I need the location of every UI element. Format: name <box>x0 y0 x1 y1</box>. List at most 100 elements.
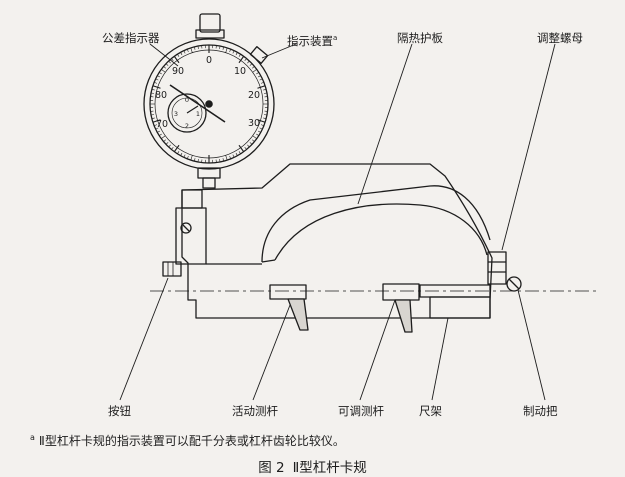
main-pointer <box>169 84 226 123</box>
dial-tick <box>197 45 199 50</box>
label-lock: 制动把 <box>523 404 558 418</box>
dial-tick <box>249 63 253 66</box>
dial-tick <box>180 52 183 56</box>
dial-tick <box>155 127 159 130</box>
dial-tick <box>244 146 247 150</box>
dial-tick <box>238 151 241 154</box>
dial-tick <box>229 49 231 53</box>
dial-tick <box>180 152 183 156</box>
dial-tick <box>165 63 169 66</box>
footnote-marker: a <box>30 433 35 442</box>
dial-tick <box>152 119 161 123</box>
dial-tick <box>229 155 231 159</box>
dial-tick <box>157 130 161 133</box>
dial-tick <box>249 142 253 145</box>
dial-tick <box>190 155 193 161</box>
dial-tick <box>263 117 267 119</box>
dial-tick <box>222 46 224 50</box>
dial-tick <box>247 60 250 64</box>
dial-tick <box>238 54 241 57</box>
dial-tick <box>173 144 180 153</box>
dial-tick <box>257 119 266 123</box>
footnote-text: Ⅱ型杠杆卡规的指示装置可以配千分表或杠杆齿轮比较仪。 <box>38 434 345 448</box>
dial-tick <box>260 124 264 126</box>
dial-tick <box>252 69 257 73</box>
caption-number: 图 2 <box>258 460 285 476</box>
dial-number-80: 80 <box>155 90 167 101</box>
label-movable-anvil: 活动测杆 <box>232 404 278 418</box>
dial-tick <box>263 89 267 91</box>
dial-tick <box>157 75 161 78</box>
lever-gauge-drawing: 0 90 80 70 10 20 30 0 1 2 3 <box>119 13 600 401</box>
dial-tick <box>235 152 238 156</box>
adjustable-anvil-part <box>382 283 420 301</box>
label-indicator-sup: a <box>333 34 338 42</box>
dial-tick <box>251 66 255 69</box>
dial-tick <box>150 114 155 116</box>
dial-tick <box>244 58 247 62</box>
label-tolerance-pointer: 公差指示器 <box>102 31 160 45</box>
dial-tick <box>232 50 235 54</box>
dial-tick <box>225 155 228 161</box>
dial-tick <box>150 92 155 94</box>
dial-tick <box>225 47 228 53</box>
dial-tick <box>187 155 189 159</box>
label-adjustable-anvil: 可调测杆 <box>338 404 384 418</box>
label-indicator-text: 指示装置 <box>287 33 333 48</box>
dial-tick <box>154 124 158 126</box>
dial-tick <box>151 117 155 119</box>
dial-bezel <box>143 38 275 170</box>
dial-number-0: 0 <box>206 55 212 66</box>
dial-number-70: 70 <box>156 119 168 130</box>
dial-tick <box>152 85 161 89</box>
figure-caption: 图 2 Ⅱ型杠杆卡规 <box>0 456 625 476</box>
dial-tick <box>238 55 245 64</box>
dial-tick <box>154 82 158 84</box>
dial-tick <box>260 82 264 84</box>
gauge-frame <box>181 163 493 319</box>
dial-tick <box>168 60 171 64</box>
dial-number-10: 10 <box>234 66 246 77</box>
dial-tick <box>194 46 196 50</box>
dial-tick <box>222 158 224 162</box>
dial-tick <box>194 158 196 162</box>
inner-number-3: 3 <box>174 110 178 118</box>
dial-tick <box>161 69 166 73</box>
dial-tick <box>256 133 259 136</box>
movable-anvil-part <box>269 284 307 300</box>
label-indicator: 指示装置a <box>287 35 337 47</box>
button-part <box>162 261 182 277</box>
dial-tick <box>251 139 255 142</box>
dial-tick <box>163 139 167 142</box>
dial-tick <box>177 151 180 154</box>
dial-tick <box>159 133 162 136</box>
dial-tick <box>168 144 171 148</box>
dial-tick <box>263 114 268 116</box>
dial-tick <box>232 154 235 158</box>
dial-tick <box>190 47 193 53</box>
caption-title: Ⅱ型杠杆卡规 <box>292 460 367 476</box>
dial-tick <box>161 135 166 139</box>
inner-number-1: 1 <box>196 110 200 118</box>
lock-lever-part <box>506 276 522 292</box>
dial-tick <box>183 154 186 158</box>
dial-tick <box>219 158 221 163</box>
dial-tick <box>183 50 186 54</box>
dial-tick <box>187 49 189 53</box>
dial-tick <box>235 52 238 56</box>
dial-number-30: 30 <box>248 118 260 129</box>
dial-tick <box>256 72 259 75</box>
dial-tick <box>252 135 257 139</box>
dial-tick <box>177 54 180 57</box>
label-button: 按钮 <box>108 404 131 418</box>
inner-number-2: 2 <box>185 122 189 130</box>
heat-shield <box>274 203 488 261</box>
dial-crown <box>199 13 221 33</box>
dial-tick <box>219 45 221 50</box>
dial-tick <box>159 72 162 75</box>
dial-tick <box>259 78 263 81</box>
dial-tick <box>171 58 174 62</box>
dial-tick <box>163 66 167 69</box>
